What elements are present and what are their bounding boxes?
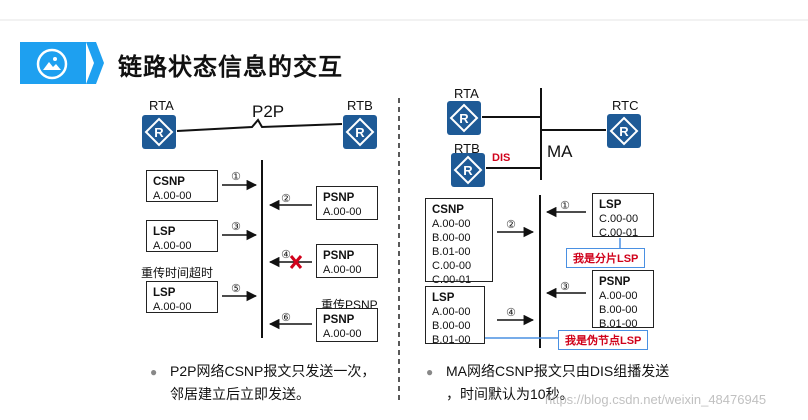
step-number: ②	[506, 219, 516, 231]
picture-icon	[36, 48, 68, 80]
box-value: B.01-00	[432, 334, 471, 346]
box-value: A.00-00	[153, 190, 192, 202]
step-number: ④	[281, 249, 291, 261]
svg-text:R: R	[459, 111, 469, 126]
box-value: A.00-00	[323, 264, 362, 276]
step-number: ⑤	[231, 283, 241, 295]
box-value: C.00-01	[599, 227, 639, 239]
step-number: ②	[281, 193, 291, 205]
router-label-rtc: RTC	[612, 98, 639, 113]
link-type-label: P2P	[252, 102, 285, 121]
bullet-text: ，时间默认为10秒。	[446, 386, 574, 402]
step-number: ③	[560, 281, 570, 293]
box-label: PSNP	[323, 250, 355, 262]
bullet-dot: ●	[426, 365, 434, 379]
ma-label: MA	[547, 142, 573, 161]
dis-label: DIS	[492, 152, 511, 164]
box-value: C.00-00	[432, 260, 472, 272]
box-value: B.00-00	[432, 320, 471, 332]
step-number: ①	[231, 171, 241, 183]
box-value: A.00-00	[153, 240, 192, 252]
router-label-rta: RTA	[454, 86, 479, 101]
bullet-text: P2P网络CSNP报文只发送一次，	[170, 363, 376, 379]
step-number: ⑥	[281, 312, 291, 324]
box-label: CSNP	[432, 204, 464, 216]
page-title: 链路状态信息的交互	[118, 54, 343, 81]
bullet-dot: ●	[150, 365, 158, 379]
box-value: A.00-00	[323, 328, 362, 340]
router-icon: R	[607, 114, 641, 148]
step-number: ③	[231, 221, 241, 233]
lsp-box: LSP A.00-00 B.00-00 B.01-00	[425, 286, 485, 346]
box-value: A.00-00	[432, 306, 471, 318]
box-label: PSNP	[599, 276, 631, 288]
svg-text:R: R	[355, 125, 365, 140]
lsp-box: LSP C.00-00 C.00-01	[592, 193, 654, 239]
pseudonode-lsp-tag: 我是伪节点LSP	[558, 330, 649, 350]
box-label: LSP	[153, 287, 176, 299]
lsp-box: LSP A.00-00	[146, 281, 218, 313]
router-label-rta: RTA	[149, 98, 174, 113]
box-value: B.01-00	[599, 318, 638, 330]
csnp-box: CSNP A.00-00	[146, 170, 218, 202]
router-icon: R	[142, 115, 176, 149]
router-label-rtb: RTB	[347, 98, 373, 113]
box-value: A.00-00	[432, 218, 471, 230]
svg-text:R: R	[619, 124, 629, 139]
svg-text:R: R	[463, 163, 473, 178]
bullet-text: MA网络CSNP报文只由DIS组播发送	[446, 363, 670, 379]
step-number: ④	[506, 307, 516, 319]
box-value: A.00-00	[153, 301, 192, 313]
psnp-box: PSNP A.00-00	[316, 308, 378, 342]
box-value: A.00-00	[323, 206, 362, 218]
router-label-rtb: RTB	[454, 141, 480, 156]
box-value: C.00-01	[432, 274, 472, 286]
bullet-text: 邻居建立后立即发送。	[170, 386, 310, 402]
box-value: C.00-00	[599, 213, 639, 225]
box-value: A.00-00	[599, 290, 638, 302]
step-number: ①	[560, 200, 570, 212]
box-label: LSP	[153, 226, 176, 238]
psnp-box: PSNP A.00-00 B.00-00 B.01-00	[592, 270, 654, 330]
box-value: B.00-00	[599, 304, 638, 316]
box-label: CSNP	[153, 176, 185, 188]
retransmit-timeout-label: 重传时间超时	[141, 266, 214, 280]
box-label: PSNP	[323, 314, 355, 326]
box-value: B.01-00	[432, 246, 471, 258]
box-label: LSP	[599, 199, 622, 211]
box-value: B.00-00	[432, 232, 471, 244]
lsp-box: LSP A.00-00	[146, 220, 218, 252]
router-icon: R	[447, 101, 481, 135]
psnp-box: PSNP A.00-00	[316, 244, 378, 278]
router-icon: R	[451, 153, 485, 187]
router-icon: R	[343, 115, 377, 149]
box-label: LSP	[432, 292, 455, 304]
svg-text:R: R	[154, 125, 164, 140]
psnp-box: PSNP A.00-00	[316, 186, 378, 220]
csnp-box: CSNP A.00-00 B.00-00 B.01-00 C.00-00 C.0…	[425, 198, 493, 286]
fragment-lsp-tag: 我是分片LSP	[566, 248, 646, 268]
watermark: https://blog.csdn.net/weixin_48476945	[545, 392, 767, 407]
box-label: PSNP	[323, 192, 355, 204]
